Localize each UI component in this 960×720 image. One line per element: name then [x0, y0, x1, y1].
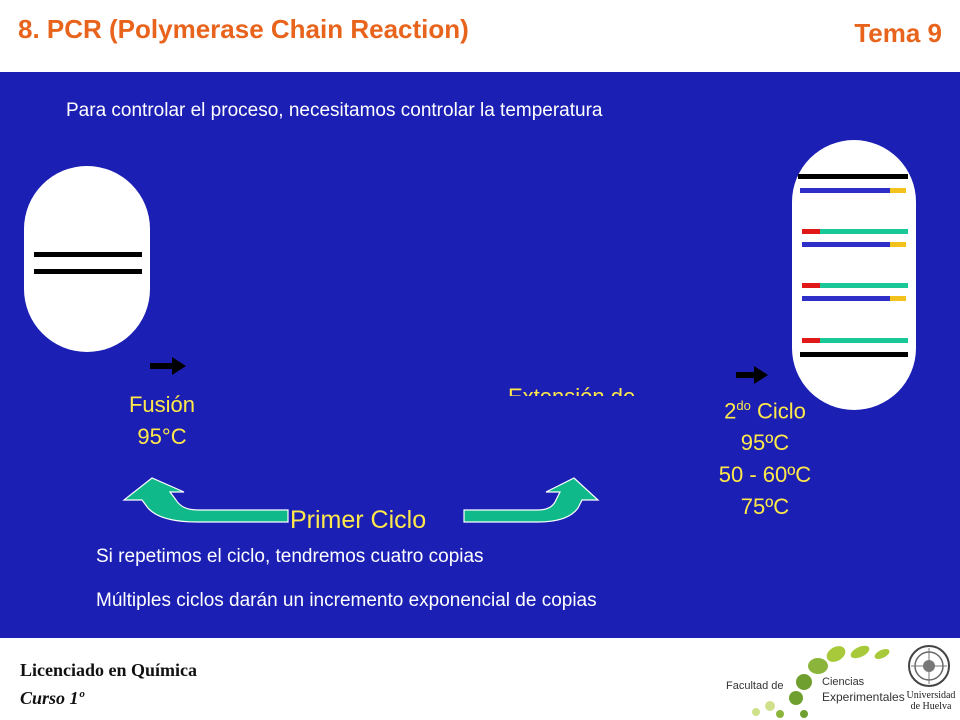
second-cycle-ordinal: do [736, 398, 751, 413]
intro-text: Para controlar el proceso, necesitamos c… [66, 100, 603, 121]
dna-strand-top [34, 252, 142, 257]
extension-label: Extensión de [508, 386, 635, 396]
new-strand-blue [802, 296, 890, 301]
new-strand-green [820, 338, 908, 343]
new-strand-green [820, 229, 908, 234]
curved-arrow-right-icon [463, 477, 600, 523]
second-cycle-number: 2 [724, 398, 737, 424]
primer-red [802, 283, 820, 288]
template-strand [798, 174, 908, 179]
footer-course: Curso 1º [20, 688, 84, 708]
university-seal [908, 645, 950, 687]
arrow-right-icon [736, 366, 768, 384]
fusion-label: Fusión [128, 392, 196, 417]
second-cycle-temp: 95ºC [740, 430, 790, 455]
logo-ciencias-text: Ciencias [822, 676, 865, 688]
tema-label: Tema 9 [854, 18, 942, 48]
footer-degree: Licenciado en Química [20, 660, 197, 680]
new-strand-green [820, 283, 908, 288]
template-strand [800, 352, 908, 357]
repeat-text: Si repetimos el ciclo, tendremos cuatro … [96, 546, 484, 567]
primer-yellow [890, 242, 906, 247]
dna-strand-bottom [34, 269, 142, 274]
fusion-temp: 95°C [137, 424, 187, 449]
logo-experimentales-text: Experimentales [822, 690, 905, 704]
primer-yellow [890, 188, 906, 193]
extension-label-clip: Extensión de [508, 386, 668, 396]
second-cycle-temp: 75ºC [740, 494, 790, 519]
primer-red [802, 338, 820, 343]
new-strand-blue [800, 188, 890, 193]
arrow-right-icon [150, 357, 186, 375]
primer-red [802, 229, 820, 234]
logo-facultad-text: Facultad de [726, 680, 784, 692]
curved-arrow-left-icon [122, 477, 289, 523]
second-cycle-word: Ciclo [756, 398, 806, 424]
faculty-logo [752, 645, 890, 718]
multiple-text: Múltiples ciclos darán un incremento exp… [96, 590, 597, 611]
second-cycle-temp: 50 - 60ºC [718, 462, 812, 487]
dna-capsule-right [792, 140, 916, 410]
primer-yellow [890, 296, 906, 301]
logo-universidad-text: Universidad de Huelva [906, 690, 956, 712]
primer-ciclo-label: Primer Ciclo [290, 506, 427, 534]
header: 8. PCR (Polymerase Chain Reaction) Tema … [0, 0, 960, 72]
new-strand-blue [802, 242, 890, 247]
page-title: 8. PCR (Polymerase Chain Reaction) [18, 14, 469, 44]
second-cycle-label: 2do Ciclo [700, 398, 830, 424]
dna-capsule-left [24, 166, 150, 352]
